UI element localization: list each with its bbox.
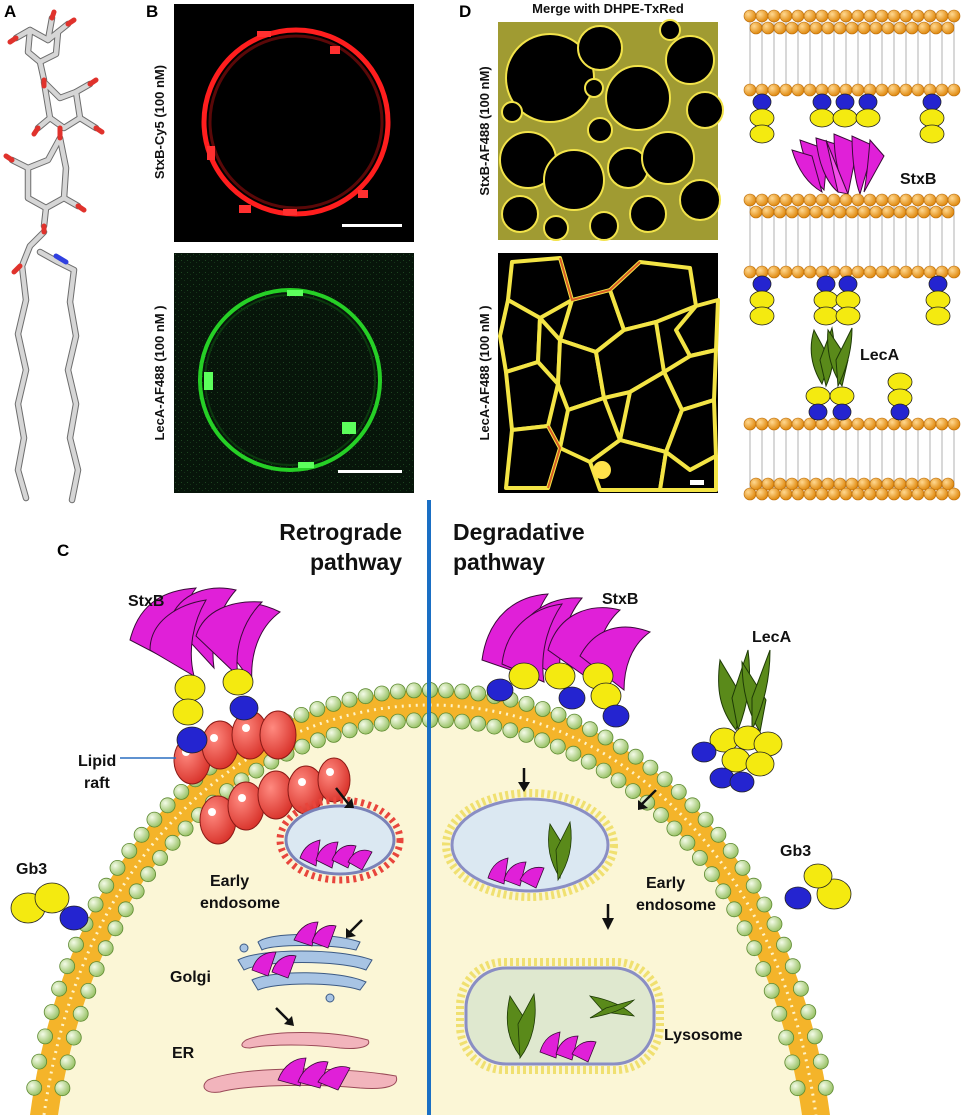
- scale-bar: [690, 480, 704, 485]
- schematic-leca-label: LecA: [860, 347, 900, 364]
- gb3-molecule-model: [3, 9, 105, 504]
- stxb-right: [481, 593, 652, 728]
- pathway-divider: [427, 500, 431, 1115]
- panel-c: C: [10, 500, 852, 1115]
- arrows: [275, 768, 657, 1026]
- degradative-title-line1: Degradative: [453, 519, 585, 545]
- retrograde-title-line1: Retrograde: [279, 519, 402, 545]
- early-endosome-left-line1: Early: [210, 873, 249, 890]
- leca-af488-micrograph: [498, 253, 720, 493]
- merge-header: Merge with DHPE-TxRed: [532, 1, 684, 16]
- stxb-left: [129, 587, 281, 754]
- gb3-left: [10, 882, 89, 931]
- leca-af488-image: [174, 253, 414, 493]
- bilayer-top: [743, 9, 961, 97]
- gb3-right: [784, 863, 852, 910]
- leca-label: LecA: [752, 629, 792, 646]
- lipid-raft: [173, 710, 351, 845]
- endoplasmic-reticulum: [203, 1032, 398, 1093]
- lysosome-label: Lysosome: [664, 1027, 743, 1044]
- leca-af488-label: LecA-AF488 (100 nM ): [152, 305, 167, 440]
- stxb-membrane-schematic: StxB: [743, 9, 961, 196]
- degradative-title-line2: pathway: [453, 549, 545, 575]
- panel-a: A: [3, 2, 105, 504]
- stxb-cy5-label: StxB-Cy5 (100 nM): [152, 65, 167, 179]
- leca-af488-d-label: LecA-AF488 (100 nM ): [477, 305, 492, 440]
- scale-bar: [338, 470, 402, 473]
- leca-bound: [691, 649, 783, 793]
- stxb-pentamer-schematic: [791, 133, 885, 196]
- stxb-af488-label: StxB-AF488 (100 nM): [477, 66, 492, 195]
- gb3-left-label: Gb3: [16, 861, 47, 878]
- early-endosome-left: [276, 796, 404, 884]
- retrograde-title-line2: pathway: [310, 549, 402, 575]
- early-endosome-right-line1: Early: [646, 875, 685, 892]
- leca-crosslink-schematic: LecA: [743, 193, 961, 501]
- stxb-af488-micrograph: [498, 19, 724, 241]
- panel-d-letter: D: [459, 2, 471, 21]
- bilayer-bottom: [743, 417, 961, 501]
- panel-d: D Merge with DHPE-TxRed: [459, 1, 961, 501]
- panel-b-letter: B: [146, 2, 158, 21]
- lipid-raft-label-line2: raft: [84, 775, 110, 792]
- stxb-cy5-image: [174, 4, 414, 242]
- early-endosome-right: [442, 789, 618, 901]
- gb3-right-label: Gb3: [780, 843, 811, 860]
- leca-tetramer-schematic: [810, 326, 853, 388]
- lysosome: [456, 958, 664, 1074]
- golgi: [237, 921, 373, 1003]
- gb3-receptors-middle: [749, 275, 951, 421]
- panel-c-letter: C: [57, 541, 69, 560]
- schematic-stxb-label: StxB: [900, 171, 936, 188]
- scale-bar: [342, 224, 402, 227]
- gb3-receptors-top: [749, 93, 945, 144]
- early-endosome-left-line2: endosome: [200, 895, 280, 912]
- panel-a-letter: A: [4, 2, 16, 21]
- stxb-left-label: StxB: [128, 593, 164, 610]
- panel-b: B StxB-Cy5 (100 nM) LecA-AF488 (100 nM ): [146, 2, 414, 493]
- er-label: ER: [172, 1045, 195, 1062]
- golgi-label: Golgi: [170, 969, 211, 986]
- lipid-raft-label-line1: Lipid: [78, 753, 116, 770]
- early-endosome-right-line2: endosome: [636, 897, 716, 914]
- bilayer-middle: [743, 193, 961, 279]
- stxb-right-label: StxB: [602, 591, 638, 608]
